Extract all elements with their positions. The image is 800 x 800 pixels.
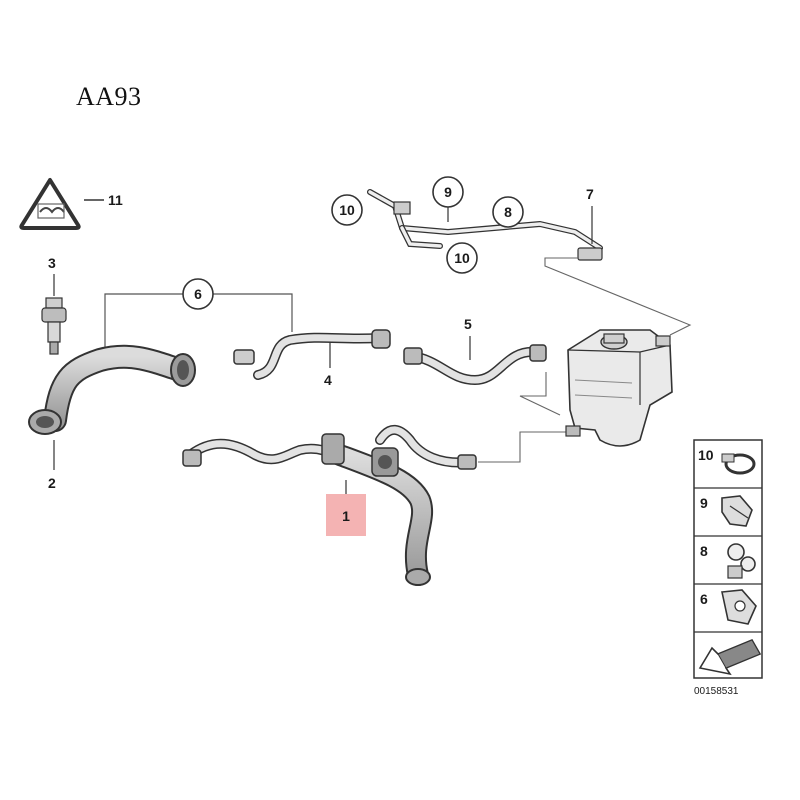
coolant-hose-part-5	[403, 344, 547, 386]
callout-7: 7	[586, 186, 594, 202]
highlight-box	[326, 494, 366, 536]
hose-clamp-icon	[721, 453, 756, 475]
warning-triangle-icon	[19, 178, 81, 230]
double-clip-icon	[727, 543, 756, 579]
legend-label-8: 8	[700, 543, 708, 559]
callout-8: 8	[504, 204, 512, 220]
arrow-icon	[698, 638, 762, 676]
diagram-code-label: AA93	[76, 82, 142, 111]
connection-lines	[478, 257, 692, 463]
callout-10-upper: 10	[339, 202, 355, 218]
coolant-hose-part-4	[233, 329, 391, 380]
callout-10-lower: 10	[454, 250, 470, 266]
callout-9: 9	[444, 184, 452, 200]
expansion-tank-part	[565, 329, 673, 447]
bracket-clip-icon	[721, 589, 757, 625]
vent-line-part-7	[367, 189, 603, 261]
callout-4: 4	[324, 372, 332, 388]
legend-label-10: 10	[698, 447, 714, 463]
callout-5: 5	[464, 316, 472, 332]
radiator-hose-part-2	[28, 344, 196, 435]
temperature-sensor-part	[41, 297, 67, 355]
legend-label-6: 6	[700, 591, 708, 607]
main-hose-assembly-part-1	[182, 424, 477, 586]
clamp-legend-panel: 10 9 8 6	[693, 439, 763, 679]
callout-3: 3	[48, 255, 56, 271]
cable-clip-icon	[721, 495, 753, 527]
callout-2: 2	[48, 475, 56, 491]
callout-1: 1	[342, 508, 350, 524]
legend-label-9: 9	[700, 495, 708, 511]
callout-11: 11	[108, 192, 123, 208]
catalog-number: 00158531	[694, 686, 739, 697]
callout-6: 6	[194, 286, 202, 302]
